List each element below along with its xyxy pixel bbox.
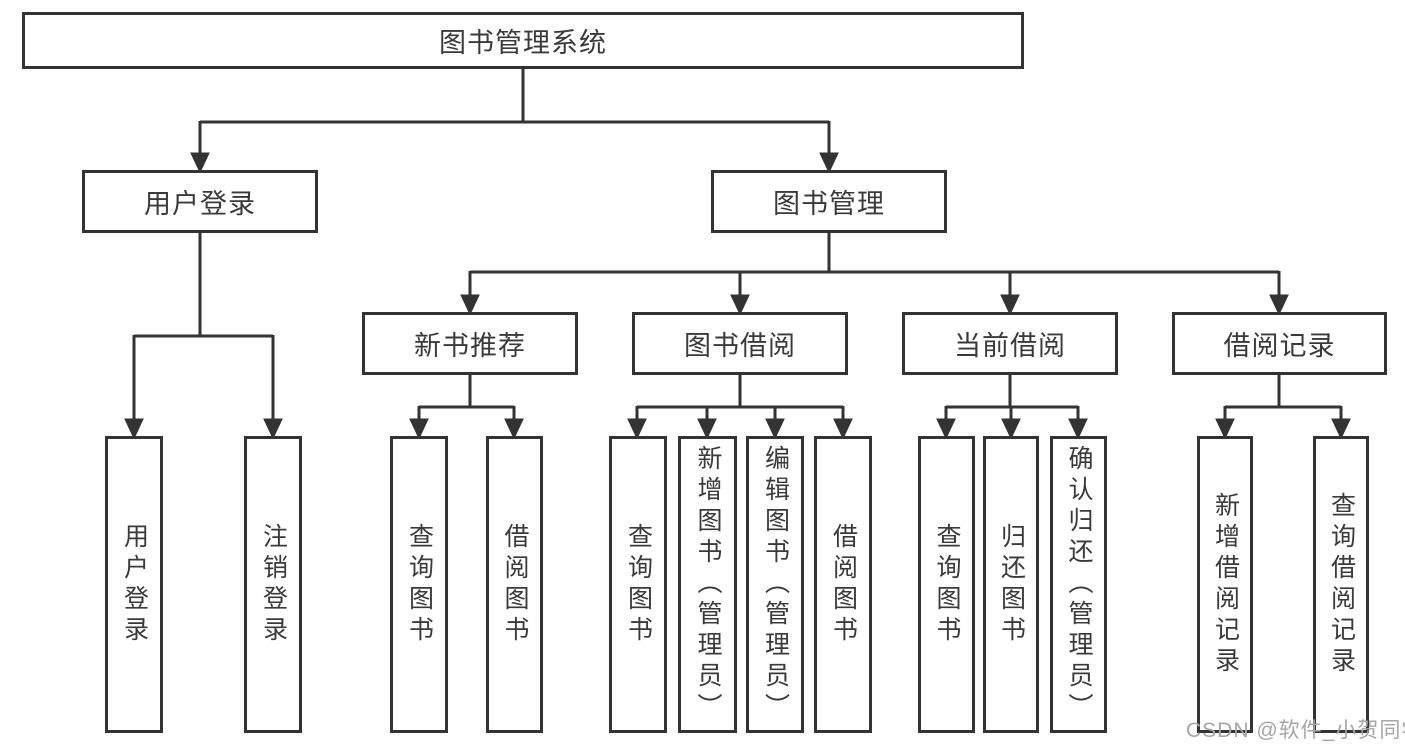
node-current-borrowing: 当前借阅	[902, 312, 1118, 375]
leaf-nbr-query-books: 查询图书	[390, 436, 448, 733]
leaf-cb-return-books-label: 归还图书	[997, 522, 1026, 647]
leaf-bb-query-books-label: 查询图书	[624, 522, 653, 647]
leaf-bb-borrow-books-label: 借阅图书	[829, 522, 858, 647]
leaf-cb-return-books: 归还图书	[983, 436, 1039, 733]
leaf-br-add-record-label: 新增借阅记录	[1211, 491, 1240, 678]
leaf-logout-label: 注销登录	[259, 522, 288, 647]
node-user-login-label: 用户登录	[144, 189, 256, 219]
node-borrowing-records: 借阅记录	[1172, 312, 1387, 375]
leaf-br-add-record: 新增借阅记录	[1197, 436, 1253, 733]
leaf-bb-borrow-books: 借阅图书	[814, 436, 872, 733]
leaf-user-login: 用户登录	[105, 436, 163, 733]
leaf-cb-confirm-return-admin: 确认归还（管理员）	[1050, 436, 1107, 733]
node-user-login: 用户登录	[82, 170, 318, 233]
leaf-bb-edit-books-admin: 编辑图书（管理员）	[746, 436, 804, 733]
leaf-cb-query-books-label: 查询图书	[933, 522, 961, 647]
watermark: CSDN @软件_小贺同学	[1186, 719, 1405, 742]
leaf-bb-edit-books-admin-label: 编辑图书（管理员）	[761, 445, 790, 724]
node-book-borrowing: 图书借阅	[632, 312, 848, 375]
node-borrowing-records-label: 借阅记录	[1223, 331, 1336, 361]
node-current-borrowing-label: 当前借阅	[954, 331, 1066, 361]
leaf-logout: 注销登录	[244, 436, 302, 733]
leaf-nbr-borrow-books-label: 借阅图书	[501, 522, 529, 647]
node-book-management: 图书管理	[711, 170, 947, 233]
leaf-bb-query-books: 查询图书	[609, 436, 667, 733]
node-new-book-recommendation-label: 新书推荐	[414, 331, 526, 361]
node-new-book-recommendation: 新书推荐	[362, 312, 578, 375]
leaf-bb-add-books-admin-label: 新增图书（管理员）	[694, 445, 722, 724]
leaf-bb-add-books-admin: 新增图书（管理员）	[678, 436, 737, 733]
leaf-br-query-record-label: 查询借阅记录	[1327, 491, 1356, 678]
node-root-label: 图书管理系统	[439, 28, 607, 58]
leaf-cb-query-books: 查询图书	[918, 436, 975, 733]
leaf-user-login-label: 用户登录	[120, 522, 149, 647]
leaf-nbr-borrow-books: 借阅图书	[486, 436, 543, 733]
leaf-cb-confirm-return-admin-label: 确认归还（管理员）	[1065, 445, 1093, 724]
leaf-nbr-query-books-label: 查询图书	[405, 522, 434, 647]
node-book-borrowing-label: 图书借阅	[684, 331, 796, 361]
node-root: 图书管理系统	[22, 12, 1024, 69]
leaf-br-query-record: 查询借阅记录	[1313, 436, 1369, 733]
node-book-management-label: 图书管理	[773, 189, 885, 219]
